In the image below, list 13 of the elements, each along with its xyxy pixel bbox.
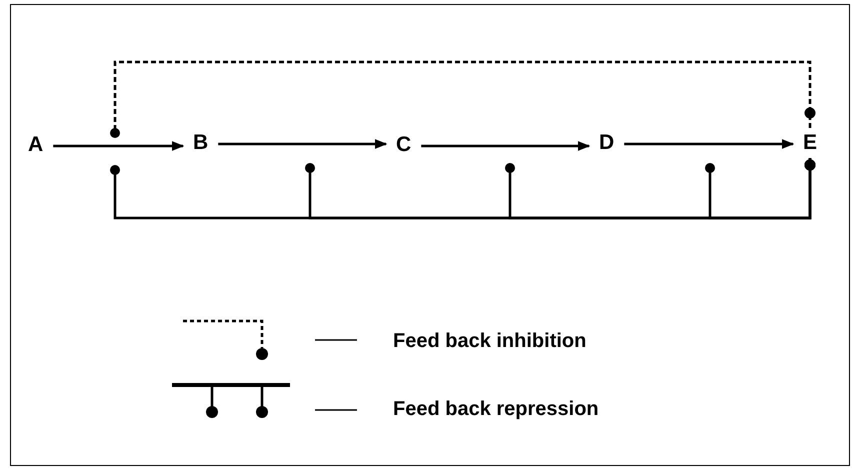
inhibition-line [110, 60, 816, 138]
pathway-step-label: E [803, 131, 818, 155]
arrow [218, 139, 388, 149]
repression-line [705, 158, 816, 220]
pathway-step-label: D [599, 131, 614, 155]
arrow [421, 141, 590, 151]
arrow [53, 141, 184, 151]
pathway-step-label: A [28, 133, 44, 157]
legend-text: Feed back inhibition [393, 329, 586, 353]
pathway-step-label: B [193, 131, 208, 155]
legend-text: Feed back repression [393, 397, 599, 421]
pathway-step-label: C [396, 133, 412, 157]
arrow [624, 139, 794, 149]
